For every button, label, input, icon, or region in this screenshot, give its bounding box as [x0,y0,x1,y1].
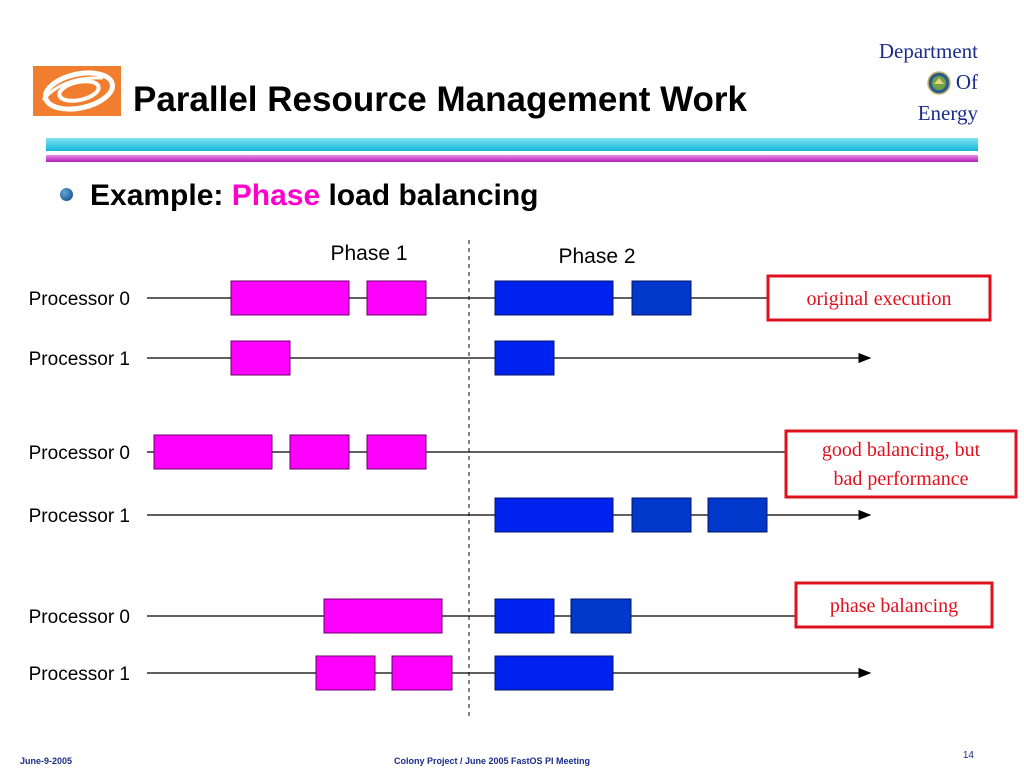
processor-label: Processor 1 [29,664,130,685]
phase-1-task-block [391,655,453,691]
phase-1-task-block [230,280,350,316]
phase-1-task-block [366,280,427,316]
phase-2-task-block [494,497,614,533]
phase-1-task-block [230,340,291,376]
phase-2-task-block [631,280,692,316]
doe-line-of: Of [955,70,978,94]
phase-1-task-block [315,655,376,691]
header-band-magenta [46,155,978,162]
phase-2-task-block [631,497,692,533]
processor-label: Processor 0 [29,607,130,628]
doe-mark: Department Of Energy [838,36,978,126]
doe-line-department: Department [878,39,978,63]
phase-2-task-block [494,598,555,634]
phase-1-task-block [153,434,273,470]
processor-label: Processor 0 [29,289,130,310]
phase-2-label: Phase 2 [558,245,635,268]
phase-2-task-block [494,655,614,691]
bullet-icon [60,187,73,201]
processor-label: Processor 0 [29,443,130,464]
footer-meeting: Colony Project / June 2005 FastOS PI Mee… [394,756,591,766]
doe-seal-icon [927,71,951,95]
annotation-box [794,581,994,629]
annotation-text: good balancing, but [822,439,981,461]
annotation-text: original execution [807,288,952,310]
phase-2-task-block [494,280,614,316]
phase-2-task-block [570,598,632,634]
annotation-box [766,274,992,322]
colony-logo [33,66,121,116]
bullet-highlight: Phase [231,179,321,212]
processor-label: Processor 1 [29,506,130,527]
doe-line-energy: Energy [917,101,978,125]
phase-diagram: Phase 1 Phase 2 Processor 0 Processor 1 orig… [29,240,1018,718]
annotation-box [784,429,1018,499]
annotation-text: bad performance [834,468,969,490]
footer-date: June-9-2005 [20,756,73,766]
phase-2-task-block [707,497,768,533]
bullet-suffix: load balancing [320,179,539,212]
phase-1-task-block [289,434,350,470]
bullet-prefix: Example: [90,179,232,212]
phase-1-task-block [366,434,427,470]
annotation-text: phase balancing [830,595,958,617]
phase-2-task-block [494,340,555,376]
bullet-example: Example: Phase load balancing [60,179,539,213]
phase-1-label: Phase 1 [330,242,407,265]
header-band-cyan [46,138,978,151]
slide-title: Parallel Resource Management Work [133,80,748,119]
processor-label: Processor 1 [29,349,130,370]
page-number: 14 [962,750,974,761]
phase-1-task-block [323,598,443,634]
